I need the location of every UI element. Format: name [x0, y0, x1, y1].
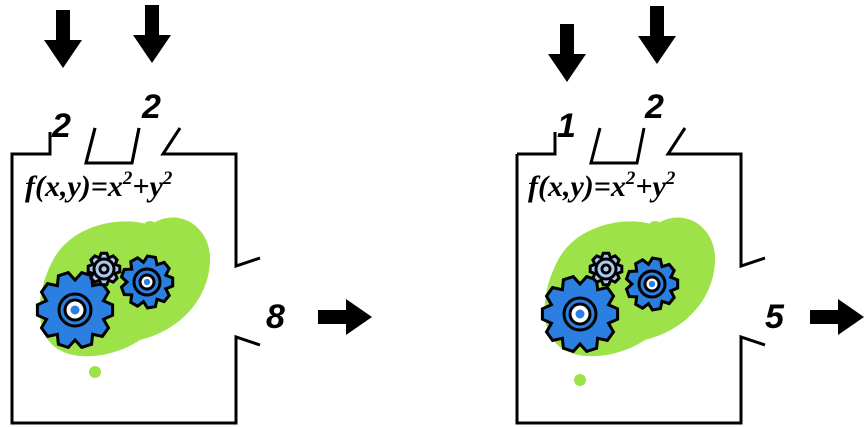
function-formula: f(x,y)=x2+y2 — [528, 168, 676, 203]
output-value: 8 — [266, 298, 285, 336]
input-slot-left — [12, 132, 52, 156]
arrow-right-icon — [810, 299, 864, 335]
input-value-1: 1 — [557, 107, 576, 145]
gears-icon — [35, 217, 211, 378]
input-slot-middle — [84, 127, 141, 165]
gear-axle — [143, 278, 151, 286]
input-value-1: 2 — [51, 107, 71, 145]
large-gear — [540, 274, 620, 354]
gear-axle — [102, 267, 106, 271]
gears-icon — [540, 217, 716, 386]
input-slot-middle — [589, 127, 646, 165]
arrow-down-icon — [133, 5, 171, 63]
small-gear — [86, 251, 122, 287]
output-value: 5 — [765, 298, 785, 336]
function-formula: f(x,y)=x2+y2 — [25, 168, 173, 203]
gear-axle — [648, 280, 656, 288]
gear-ring — [562, 296, 598, 332]
gear-ring — [132, 267, 162, 297]
gear-axle — [575, 309, 585, 319]
machine-body — [515, 127, 766, 425]
gear-ring — [57, 292, 93, 328]
large-gear — [35, 270, 115, 350]
medium-gear — [624, 256, 680, 312]
gear-ring — [594, 257, 618, 281]
machine-2: 1 2 f(x,y)=x2+y2 5 — [515, 6, 864, 425]
machine-1: 2 2 f(x,y)=x2+y2 8 — [10, 5, 372, 425]
arrow-down-icon — [548, 24, 586, 82]
input-slot-left — [517, 132, 557, 156]
arrow-down-icon — [638, 6, 676, 64]
arrow-down-icon — [44, 10, 82, 68]
input-value-2: 2 — [644, 88, 664, 126]
arrow-right-icon — [318, 299, 372, 335]
gear-ring — [637, 269, 667, 299]
small-gear — [588, 251, 624, 287]
input-value-2: 2 — [141, 88, 161, 126]
gear-ring — [92, 257, 116, 281]
gear-axle — [70, 305, 80, 315]
machine-body — [10, 127, 261, 425]
medium-gear — [119, 254, 175, 310]
gear-axle — [604, 267, 608, 271]
